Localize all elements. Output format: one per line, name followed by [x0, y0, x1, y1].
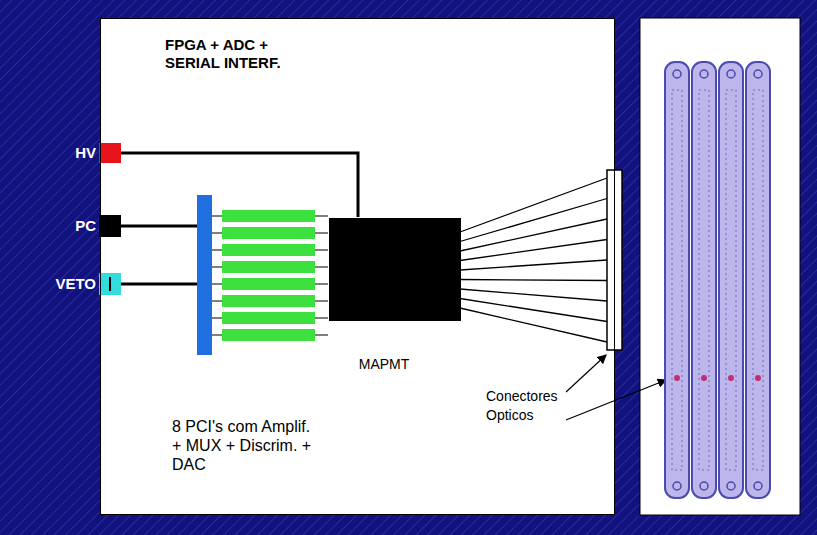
strip-hole [727, 482, 735, 490]
fiber [460, 299, 607, 322]
electronics-box: FPGA + ADC + SERIAL INTERF. 8 PCI's com A… [100, 18, 615, 515]
fiber [460, 260, 607, 270]
pci-board [222, 227, 315, 239]
pc-wire [121, 225, 198, 228]
main-panel-fill [100, 18, 615, 515]
connector-label: PC [56, 217, 96, 234]
fiber [460, 219, 607, 251]
pci-board [222, 278, 315, 290]
strip-hole [700, 482, 708, 490]
strip-hole [673, 70, 681, 78]
strip-hole [727, 70, 735, 78]
fiber [460, 240, 607, 261]
fiber [460, 289, 607, 301]
strip-fibers [753, 90, 763, 470]
strip-fibers [726, 90, 736, 470]
strip-hole [754, 70, 762, 78]
fiber [460, 308, 607, 342]
pc-connector [99, 215, 121, 237]
veto-wire [121, 283, 198, 286]
bus-bar [197, 195, 212, 355]
mapmt-label: MAPMT [329, 356, 439, 372]
board-description: 8 PCI's com Amplif. + MUX + Discrim. + D… [172, 417, 322, 475]
strip-hole [673, 482, 681, 490]
strip-dot [728, 375, 734, 381]
fiber-strip [665, 62, 689, 498]
pci-board [222, 312, 315, 324]
fiber-strip [746, 62, 770, 498]
leader-line [566, 355, 606, 392]
pci-board [222, 295, 315, 307]
fiber-strips [665, 62, 770, 498]
strip-hole [754, 482, 762, 490]
pci-board [222, 261, 315, 273]
leader-line [566, 380, 666, 420]
strip-fibers [699, 90, 709, 470]
veto-connector [99, 273, 121, 295]
fiber [460, 280, 607, 281]
strip-dot [674, 375, 680, 381]
veto-tick [109, 277, 111, 291]
strip-fibers [672, 90, 682, 470]
fiber-strip [692, 62, 716, 498]
pci-board [222, 244, 315, 256]
board-title: FPGA + ADC + SERIAL INTERF. [165, 36, 315, 72]
strip-dot [755, 375, 761, 381]
strip-hole [700, 70, 708, 78]
pci-board [222, 210, 315, 222]
fiber-strip [719, 62, 743, 498]
connector-callout: Conectores Opticos [486, 387, 566, 425]
hv-wire [121, 153, 358, 217]
connector-label: VETO [40, 275, 96, 292]
pci-board [222, 329, 315, 341]
mapmt-box: MAPMT [329, 218, 461, 321]
strip-dot [701, 375, 707, 381]
optical-fibers [460, 178, 607, 342]
detector-panel [640, 18, 800, 515]
hv-connector [99, 143, 121, 163]
connector-label: HV [56, 144, 96, 161]
pci-boards [212, 210, 328, 341]
